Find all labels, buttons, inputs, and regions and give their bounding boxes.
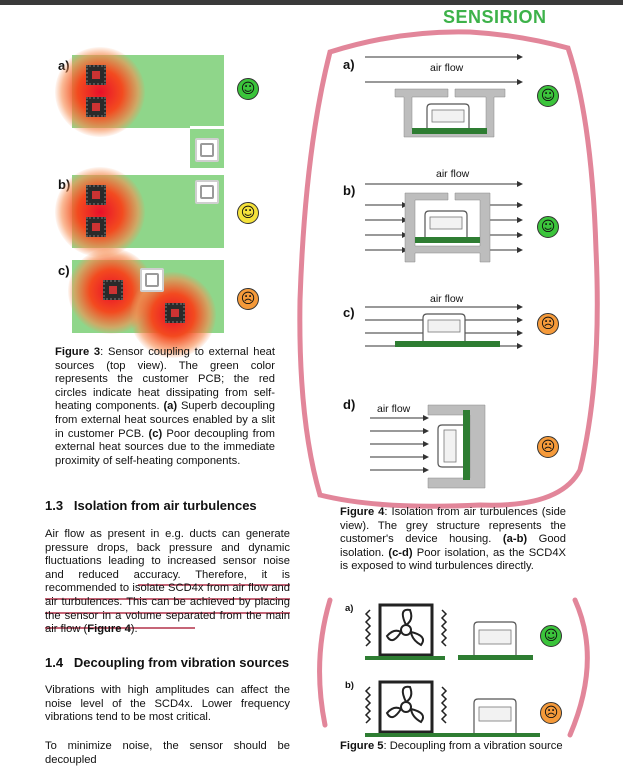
fig5b [364,680,540,737]
fig4-label-d: d) [343,397,356,412]
fig4-annotation-outline [297,29,600,509]
fig4a-airflow-label: air flow [430,62,464,74]
fig3b-heat-glow [55,167,145,257]
fig4d [370,404,486,489]
fig3b-sensor [195,180,219,204]
fig5b-rating-bad-icon: ☹ [540,702,562,724]
fig3a-slit [190,126,224,129]
fig3-caption: Figure 3: Sensor coupling to external he… [55,346,276,467]
fig3a-sensor [195,138,219,162]
fig3a-cpu-chip [86,97,106,117]
fig4-drawing [45,29,600,738]
fig4b-rating-good-icon: ☺ [537,216,559,238]
fig5-annotation-outline [317,597,590,738]
fig5-label-b: b) [345,680,354,691]
sensirion-logo: SENSIRION [443,7,547,27]
section-1-4-paragraph-1: Vibrations with high amplitudes can affe… [45,684,290,724]
fig4a-rating-good-icon: ☺ [537,85,559,107]
fig3c-wifi-chip [103,280,123,300]
fig4-label-a: a) [343,57,355,72]
fig4d-airflow-label: air flow [377,403,411,415]
fig3b-cpu-chip [86,217,106,237]
fig4-label-b: b) [343,183,356,198]
section-1-4-paragraph-2: To minimize noise, the sensor should be … [45,740,290,766]
window-top-bar [0,0,623,5]
fig3a-wifi-chip [86,65,106,85]
fig4-caption: Figure 4: Isolation from air turbulences… [340,506,567,573]
fig5a-rating-good-icon: ☺ [540,625,562,647]
section-1-3-paragraph: Air flow as present in e.g. ducts can ge… [45,528,290,636]
fig4b [365,181,523,263]
fig3-label-c: c) [58,263,70,278]
fig4c [365,304,523,349]
fig4d-rating-bad-icon: ☹ [537,436,559,458]
section-1-3-heading: 1.3 Isolation from air turbulences [45,498,257,513]
fig4a [365,54,523,138]
fig3c-sensor [140,268,164,292]
fig3b-wifi-chip [86,185,106,205]
fig3a-rating-good-icon: ☺ [237,78,259,100]
fig5-label-a: a) [345,603,354,614]
fig4b-airflow-label: air flow [436,168,470,180]
fig5-caption: Figure 5: Decoupling from a vibration so… [340,740,563,752]
fig3b-rating-neutral-icon: ☺ [237,202,259,224]
fig4-label-c: c) [343,305,355,320]
fig3a-heat-glow [55,47,145,137]
fig4c-rating-bad-icon: ☹ [537,313,559,335]
fig4c-airflow-label: air flow [430,293,464,305]
section-1-4-heading: 1.4 Decoupling from vibration sources [45,655,290,670]
fig5a [364,603,533,660]
fig3c-cpu-chip [165,303,185,323]
fig3c-rating-bad-icon: ☹ [237,288,259,310]
